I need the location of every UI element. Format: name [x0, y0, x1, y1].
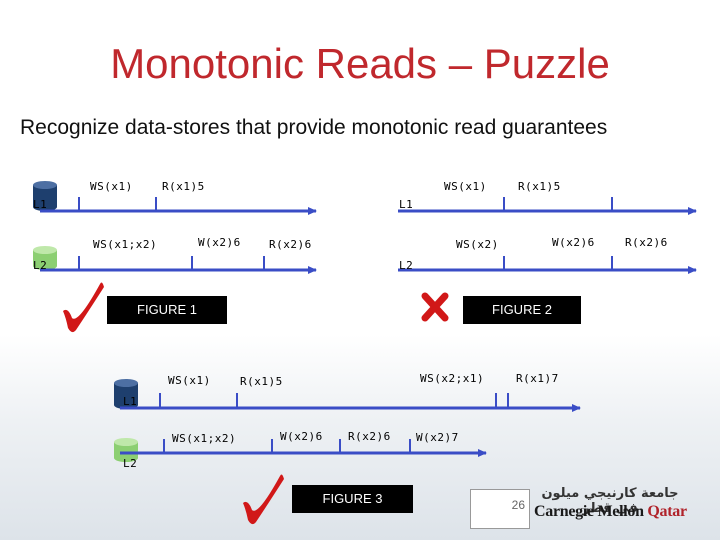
figure2-l2-label: L2: [399, 259, 414, 272]
figure1-l2-label: L2: [33, 259, 48, 272]
figure3-l2-label: L2: [123, 457, 138, 470]
figure2-op-ws-x2: WS(x2): [456, 238, 499, 251]
figure2-diagram: [398, 197, 697, 274]
slide-subtitle: Recognize data-stores that provide monot…: [20, 116, 608, 139]
figure2-cross-icon: [421, 292, 449, 322]
carnegie-mellon-qatar-logo: جامعة كارنيجي ميلون في قطر Carnegie Mell…: [534, 486, 687, 526]
figure3-l1-label: L1: [123, 395, 138, 408]
logo-arabic-text: جامعة كارنيجي ميلون في قطر: [541, 486, 679, 516]
figure3-op-ws-x1: WS(x1): [168, 374, 211, 387]
figure1-l2-database-icon: [33, 246, 57, 270]
page-number-box: 26: [470, 489, 530, 529]
figure1-diagram: [33, 181, 317, 274]
figure3-op-r-x1-5: R(x1)5: [240, 375, 283, 388]
figure2-op-w-x2-6: W(x2)6: [552, 236, 595, 249]
figure3-op-ws-x2-x1: WS(x2;x1): [420, 372, 485, 385]
figure3-op-ws-x1-x2: WS(x1;x2): [172, 432, 237, 445]
figure1-op-w-x2-6: W(x2)6: [198, 236, 241, 249]
figure3-op-r-x1-7: R(x1)7: [516, 372, 559, 385]
figure3-op-r-x2-6: R(x2)6: [348, 430, 391, 443]
figure1-l1-label: L1: [33, 198, 48, 211]
logo-english-qatar: Qatar: [647, 503, 687, 520]
figure2-op-r-x1-5: R(x1)5: [518, 180, 561, 193]
figure3-diagram: [114, 379, 581, 462]
figure1-op-r-x2-6: R(x2)6: [269, 238, 312, 251]
figure1-op-r-x1-5: R(x1)5: [162, 180, 205, 193]
figure1-l1-database-icon: [33, 181, 57, 211]
logo-english-name: Carnegie Mellon: [534, 503, 648, 520]
figure1-check-icon: [63, 282, 104, 333]
figure3-check-icon: [243, 474, 284, 525]
figure1-op-ws-x1-x2: WS(x1;x2): [93, 238, 158, 251]
figure3-caption: FIGURE 3: [292, 485, 413, 513]
page-number: 26: [511, 498, 525, 512]
figure2-caption: FIGURE 2: [463, 296, 581, 324]
figure1-op-ws-x1: WS(x1): [90, 180, 133, 193]
logo-english-text: Carnegie Mellon Qatar: [534, 503, 687, 521]
figure1-caption: FIGURE 1: [107, 296, 227, 324]
figure2-op-r-x2-6: R(x2)6: [625, 236, 668, 249]
figure2-l1-label: L1: [399, 198, 414, 211]
figure3-op-w-x2-6: W(x2)6: [280, 430, 323, 443]
figure2-op-ws-x1: WS(x1): [444, 180, 487, 193]
slide-title: Monotonic Reads – Puzzle: [110, 40, 610, 87]
figure3-op-w-x2-7: W(x2)7: [416, 431, 459, 444]
